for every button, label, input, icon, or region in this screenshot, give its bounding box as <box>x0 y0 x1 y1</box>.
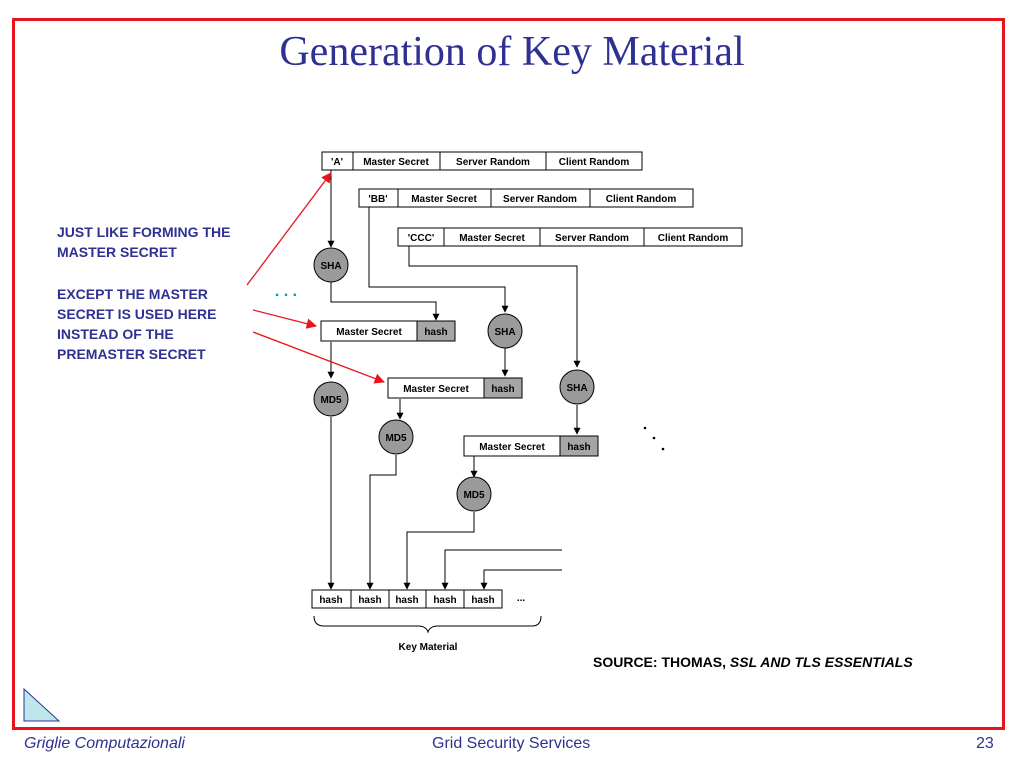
source-citation: SOURCE: THOMAS, SSL AND TLS ESSENTIALS <box>593 654 913 670</box>
sha-node-3: SHA <box>559 369 595 405</box>
ms-hash-box-3-ms: Master Secret <box>479 442 545 453</box>
ms-hash-box-1-ms: Master Secret <box>336 327 402 338</box>
sha-node-2: SHA <box>487 313 523 349</box>
slide-title: Generation of Key Material <box>279 29 745 75</box>
output-hash-5: hash <box>471 595 494 606</box>
diagram-continuation-dots <box>643 426 665 451</box>
row-ccc-master-secret: Master Secret <box>459 233 525 244</box>
output-hash-3: hash <box>395 595 418 606</box>
ms-hash-box-2-hash: hash <box>491 384 514 395</box>
row-bb-client-random: Client Random <box>606 194 677 205</box>
slide-frame <box>12 18 1005 730</box>
md5-node-3-label: MD5 <box>463 490 485 501</box>
ms-hash-box-2-ms: Master Secret <box>403 384 469 395</box>
teal-ellipsis: . . . <box>275 283 297 300</box>
connectors <box>327 170 581 590</box>
ms-hash-box-1-hash: hash <box>424 327 447 338</box>
ms-hash-box-3: Master Secret hash <box>463 435 599 457</box>
note-just-like: JUST LIKE FORMING THE MASTER SECRET <box>57 224 231 260</box>
annotation-arrow-2 <box>252 309 318 329</box>
row-a-label: 'A' <box>331 157 343 168</box>
row-bb-server-random: Server Random <box>503 194 577 205</box>
md5-node-2: MD5 <box>378 419 414 455</box>
sha-node-1-label: SHA <box>320 261 341 272</box>
source-prefix: SOURCE: THOMAS, <box>593 654 730 670</box>
key-material-label: Key Material <box>399 642 458 653</box>
source-book: SSL AND TLS ESSENTIALS <box>729 654 913 670</box>
page-number: 23 <box>976 735 994 752</box>
sha-node-1: SHA <box>313 247 349 283</box>
footer-course: Griglie Computazionali <box>24 735 185 752</box>
md5-node-1-label: MD5 <box>320 395 342 406</box>
annotation-arrow-3 <box>252 331 385 384</box>
row-a: 'A' Master Secret Server Random Client R… <box>321 151 643 171</box>
output-more: ... <box>517 593 526 604</box>
row-bb-master-secret: Master Secret <box>411 194 477 205</box>
corner-triangle-logo <box>23 687 61 722</box>
md5-node-3: MD5 <box>456 476 492 512</box>
sha-node-3-label: SHA <box>566 383 587 394</box>
sha-node-2-label: SHA <box>494 327 515 338</box>
row-ccc-server-random: Server Random <box>555 233 629 244</box>
row-bb: 'BB' Master Secret Server Random Client … <box>358 188 694 208</box>
footer-topic: Grid Security Services <box>432 735 591 752</box>
output-hash-1: hash <box>319 595 342 606</box>
output-hash-2: hash <box>358 595 381 606</box>
row-ccc-client-random: Client Random <box>658 233 729 244</box>
md5-node-1: MD5 <box>313 381 349 417</box>
row-ccc-label: 'CCC' <box>408 233 434 244</box>
output-hash-row: hash hash hash hash hash ... <box>311 589 526 609</box>
ms-hash-box-3-hash: hash <box>567 442 590 453</box>
row-a-master-secret: Master Secret <box>363 157 429 168</box>
md5-node-2-label: MD5 <box>385 433 407 444</box>
note-except: EXCEPT THE MASTER SECRET IS USED HERE IN… <box>57 286 217 362</box>
row-a-client-random: Client Random <box>559 157 630 168</box>
ms-hash-box-1: Master Secret hash <box>320 320 456 342</box>
row-a-server-random: Server Random <box>456 157 530 168</box>
annotation-arrows <box>246 172 385 384</box>
key-material-brace <box>313 615 542 634</box>
output-hash-4: hash <box>433 595 456 606</box>
ms-hash-box-2: Master Secret hash <box>387 377 523 399</box>
annotation-arrow-1 <box>246 172 332 286</box>
row-bb-label: 'BB' <box>368 194 387 205</box>
row-ccc: 'CCC' Master Secret Server Random Client… <box>397 227 743 247</box>
